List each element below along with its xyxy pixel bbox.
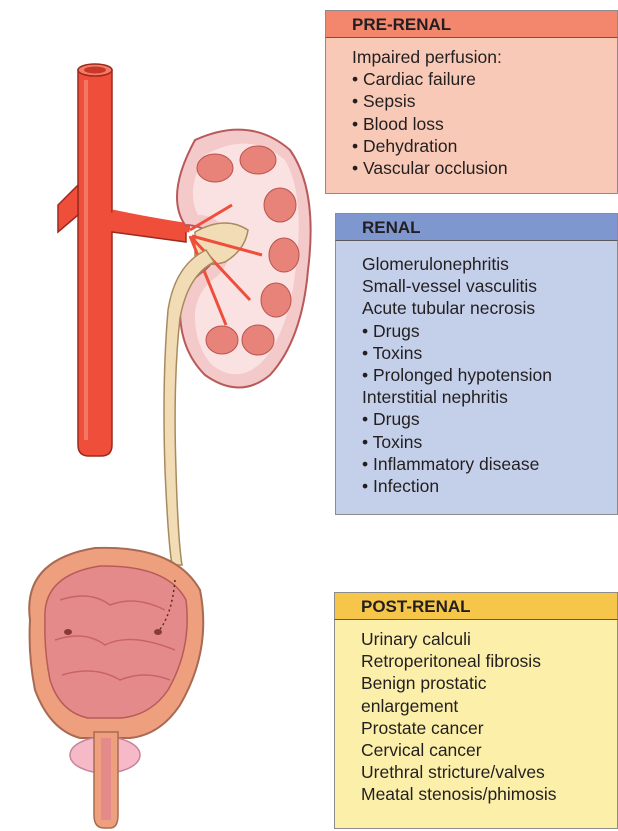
urinary-tract-illustration [0,0,330,831]
list-item: • Toxins [362,342,617,364]
list-item: • Inflammatory disease [362,453,617,475]
list-item: Prostate cancer [361,717,617,739]
list-item: Urinary calculi [361,628,617,650]
bladder [29,548,203,738]
list-item: • Drugs [362,408,617,430]
renal-panel: RENAL Glomerulonephritis Small-vessel va… [335,213,618,515]
post-renal-panel: POST-RENAL Urinary calculi Retroperitone… [334,592,618,829]
list-item: Impaired perfusion: [352,46,617,68]
list-item: • Vascular occlusion [352,157,617,179]
list-item: enlargement [361,695,617,717]
list-item: Acute tubular necrosis [362,297,617,319]
pre-renal-panel: PRE-RENAL Impaired perfusion: • Cardiac … [325,10,618,194]
list-item: • Infection [362,475,617,497]
urethra [94,732,118,828]
list-item: Interstitial nephritis [362,386,617,408]
pre-renal-title: PRE-RENAL [325,10,618,38]
list-item: Retroperitoneal fibrosis [361,650,617,672]
list-item: • Drugs [362,320,617,342]
list-item: Glomerulonephritis [362,253,617,275]
post-renal-list: Urinary calculi Retroperitoneal fibrosis… [334,620,618,829]
list-item: Benign prostatic [361,672,617,694]
list-item: • Toxins [362,431,617,453]
renal-title: RENAL [335,213,618,241]
list-item: • Sepsis [352,90,617,112]
list-item: • Blood loss [352,113,617,135]
pre-renal-list: Impaired perfusion: • Cardiac failure • … [325,38,618,194]
list-item: Meatal stenosis/phimosis [361,783,617,805]
list-item: Small-vessel vasculitis [362,275,617,297]
list-item: Cervical cancer [361,739,617,761]
renal-list: Glomerulonephritis Small-vessel vasculit… [335,241,618,515]
list-item: • Cardiac failure [352,68,617,90]
list-item: Urethral stricture/valves [361,761,617,783]
post-renal-title: POST-RENAL [334,592,618,620]
list-item: • Prolonged hypotension [362,364,617,386]
list-item: • Dehydration [352,135,617,157]
